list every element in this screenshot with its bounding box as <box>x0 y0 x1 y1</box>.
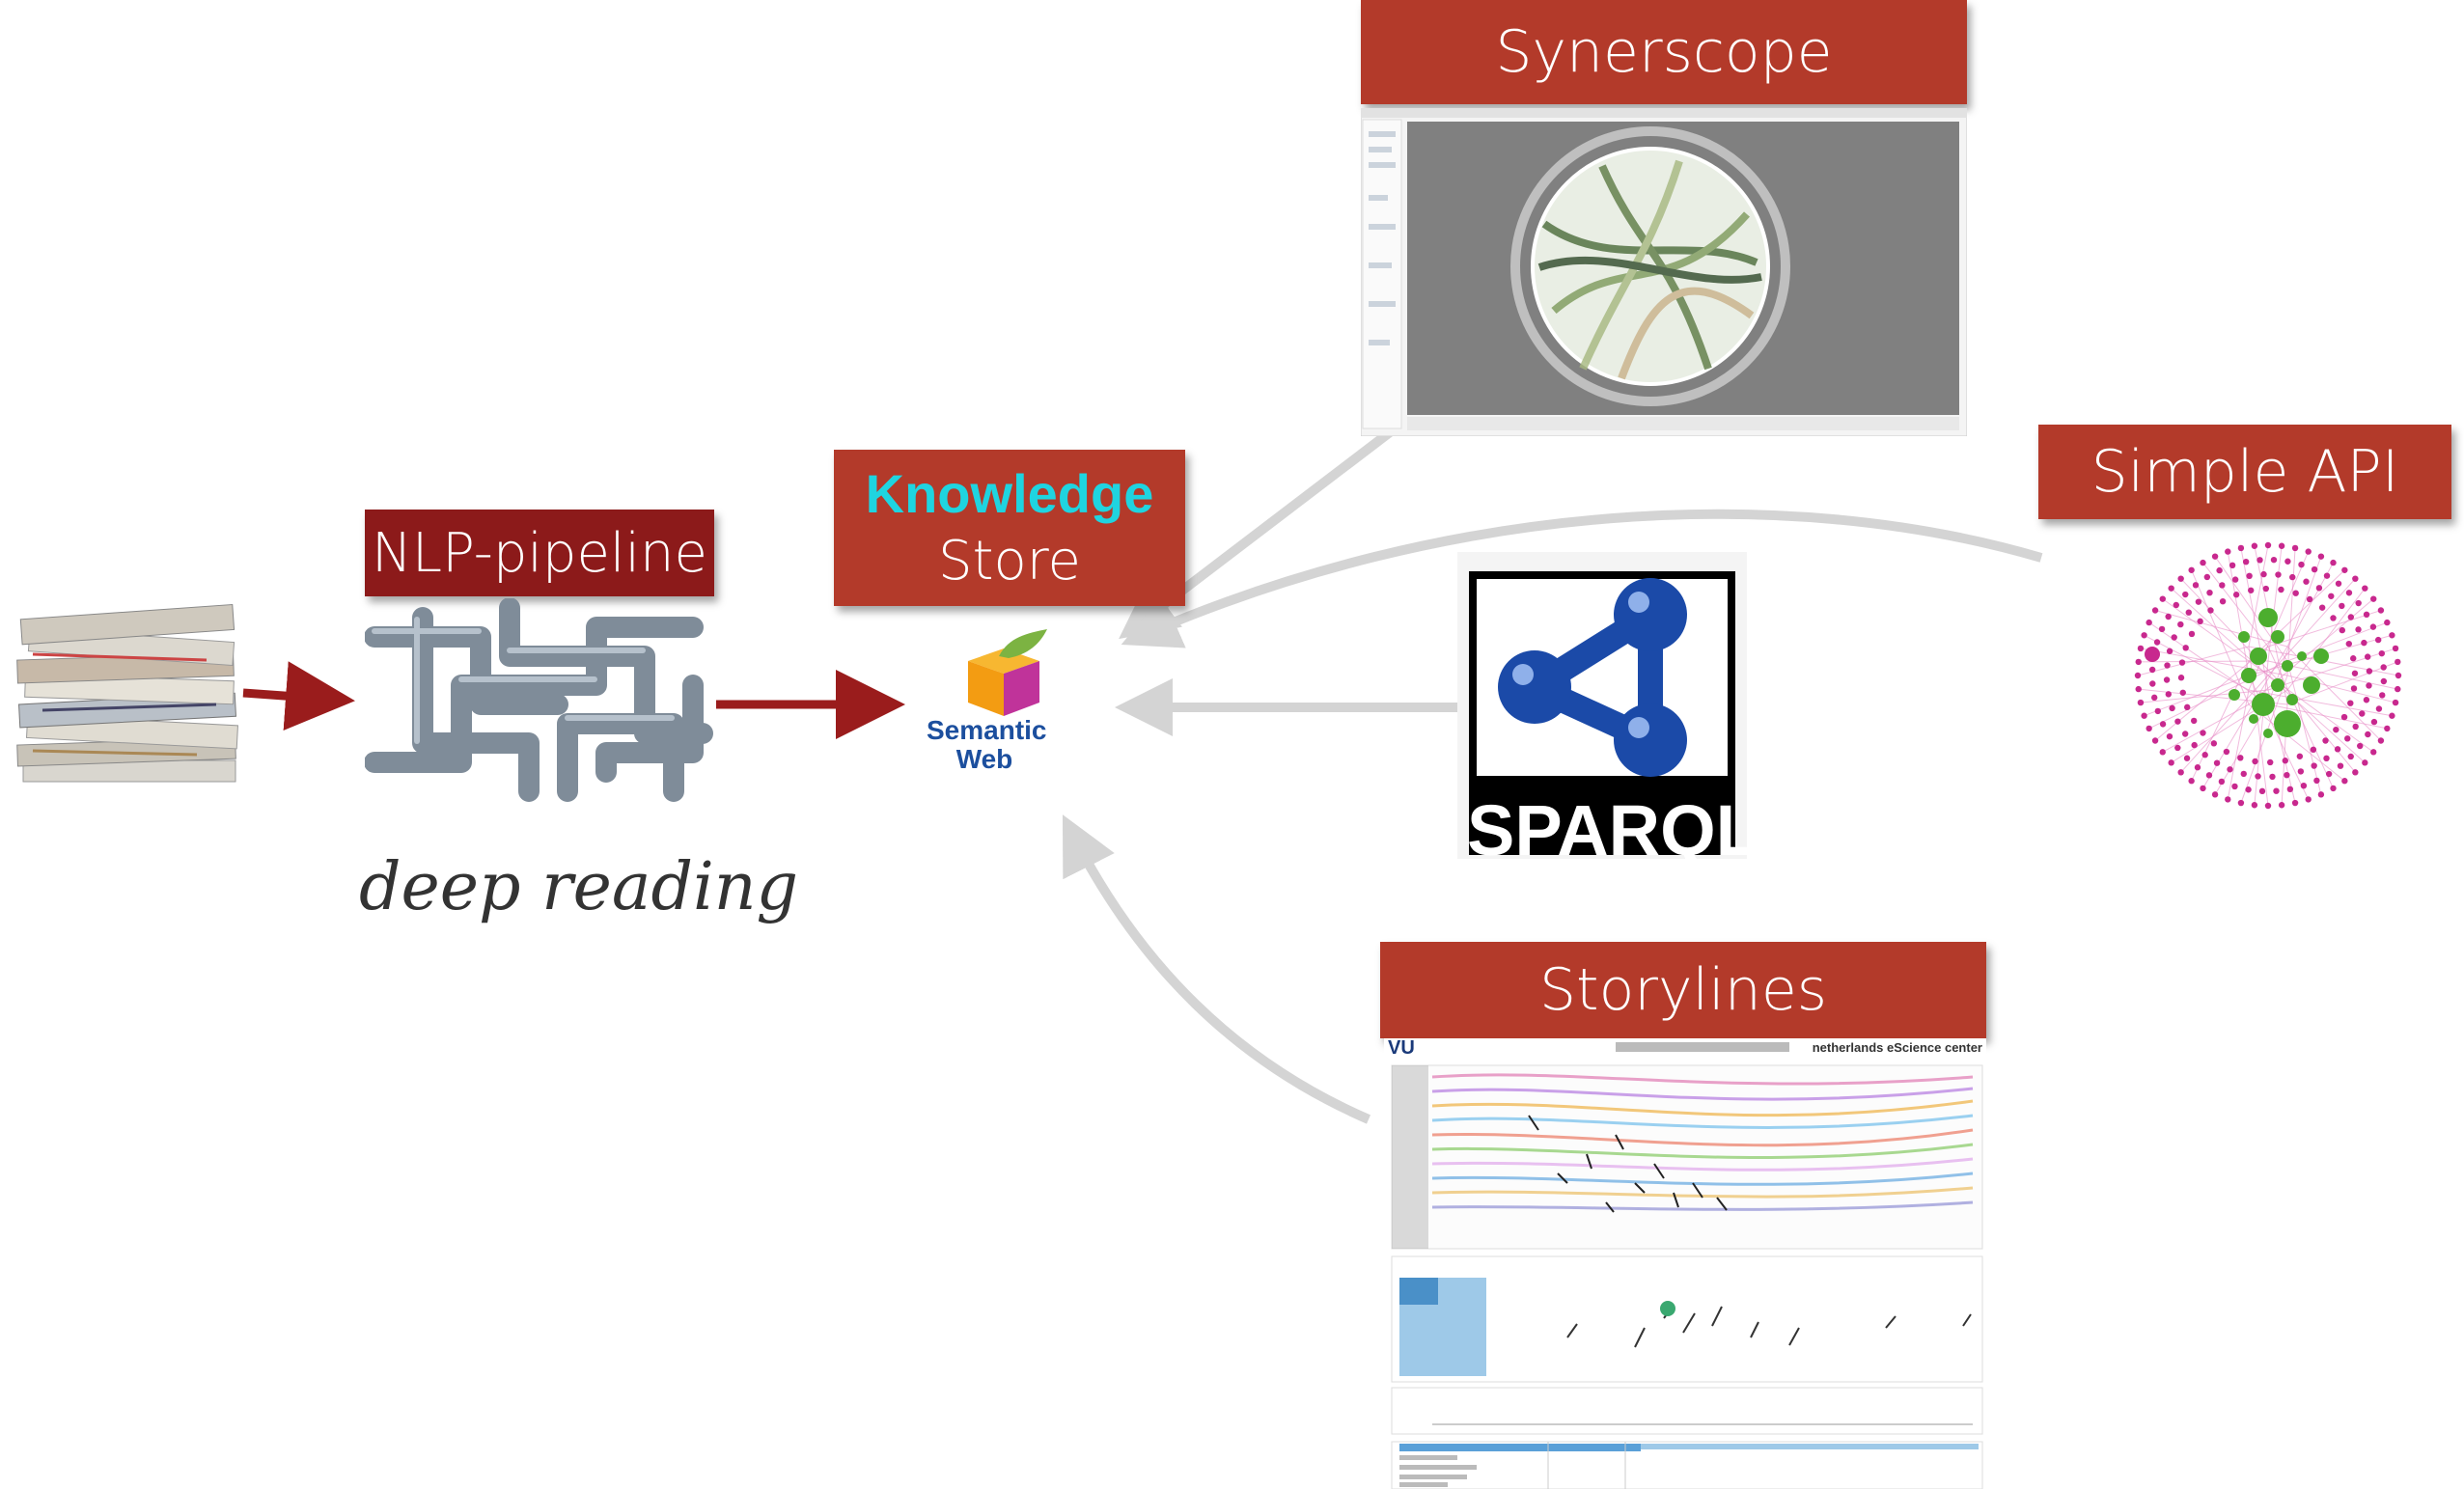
escience-center-text: netherlands eScience center <box>1813 1040 1982 1055</box>
simple-api-label: Simple API <box>2038 425 2451 519</box>
deep-reading-caption: deep reading <box>359 849 799 925</box>
knowledge-store-label: Knowledge Store <box>834 450 1185 606</box>
semantic-web-line2: Web <box>955 744 1013 774</box>
storylines-label: Storylines <box>1380 942 1986 1038</box>
nlp-pipeline-label: NLP-pipeline <box>365 510 714 596</box>
storylines-screenshot: VU netherlands eScience center <box>1384 1038 1986 1489</box>
semantic-web-text: Semantic Web <box>927 715 1047 774</box>
store-text: Store <box>937 530 1081 593</box>
pipes-image <box>365 598 713 802</box>
knowledge-title: Knowledge <box>865 463 1154 524</box>
synerscope-screenshot <box>1361 108 1967 436</box>
synerscope-text: Synerscope <box>1495 18 1833 86</box>
arrow-api-to-store <box>1121 509 2043 648</box>
arrow-newspapers-to-pipeline <box>242 661 355 731</box>
sparql-text: SPARQL <box>1467 790 1759 870</box>
storylines-text: Storylines <box>1538 956 1828 1024</box>
nlp-pipeline-text: NLP-pipeline <box>371 521 707 585</box>
synerscope-label: Synerscope <box>1361 0 1967 104</box>
sparql-logo <box>1457 552 1747 859</box>
semantic-web-line1: Semantic <box>927 715 1047 745</box>
vu-logo-text: VU <box>1388 1038 1415 1059</box>
network-graph-image <box>2134 541 2402 810</box>
arrow-storylines-to-store <box>1062 814 1370 1124</box>
semantic-web-cube-icon <box>968 629 1047 716</box>
simple-api-text: Simple API <box>2090 438 2399 506</box>
newspaper-stack-image <box>16 603 239 783</box>
